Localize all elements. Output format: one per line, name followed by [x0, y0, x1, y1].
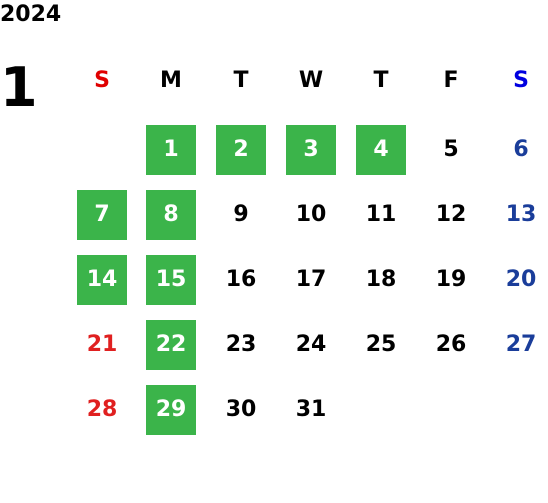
day-cell-13[interactable]: 13 [505, 202, 537, 227]
day-cell-24[interactable]: 24 [295, 332, 327, 357]
day-cell-2[interactable]: 2 [216, 125, 266, 175]
day-cell-29[interactable]: 29 [146, 385, 196, 435]
weekday-3: W [298, 68, 324, 93]
day-cell-3[interactable]: 3 [286, 125, 336, 175]
weekday-6: S [513, 68, 529, 93]
weekday-5: F [443, 68, 459, 93]
day-cell-27[interactable]: 27 [505, 332, 537, 357]
day-cell-21[interactable]: 21 [86, 332, 118, 357]
day-cell-20[interactable]: 20 [505, 267, 537, 292]
weekday-0: S [94, 68, 110, 93]
day-cell-18[interactable]: 18 [365, 267, 397, 292]
day-cell-23[interactable]: 23 [225, 332, 257, 357]
day-cell-15[interactable]: 15 [146, 255, 196, 305]
month-number: 1 [0, 56, 38, 119]
weekday-1: M [160, 68, 182, 93]
day-cell-5[interactable]: 5 [443, 137, 459, 162]
day-cell-9[interactable]: 9 [233, 202, 249, 227]
day-cell-14[interactable]: 14 [77, 255, 127, 305]
weekday-2: T [233, 68, 249, 93]
day-cell-4[interactable]: 4 [356, 125, 406, 175]
day-cell-11[interactable]: 11 [365, 202, 397, 227]
day-cell-17[interactable]: 17 [295, 267, 327, 292]
day-cell-26[interactable]: 26 [435, 332, 467, 357]
day-cell-12[interactable]: 12 [435, 202, 467, 227]
weekday-4: T [373, 68, 389, 93]
day-cell-1[interactable]: 1 [146, 125, 196, 175]
day-cell-30[interactable]: 30 [225, 397, 257, 422]
day-cell-10[interactable]: 10 [295, 202, 327, 227]
day-cell-31[interactable]: 31 [295, 397, 327, 422]
day-cell-19[interactable]: 19 [435, 267, 467, 292]
day-cell-16[interactable]: 16 [225, 267, 257, 292]
day-cell-8[interactable]: 8 [146, 190, 196, 240]
day-cell-7[interactable]: 7 [77, 190, 127, 240]
year-label: 2024 [0, 2, 62, 27]
day-cell-25[interactable]: 25 [365, 332, 397, 357]
day-cell-22[interactable]: 22 [146, 320, 196, 370]
day-cell-6[interactable]: 6 [513, 137, 529, 162]
day-cell-28[interactable]: 28 [86, 397, 118, 422]
